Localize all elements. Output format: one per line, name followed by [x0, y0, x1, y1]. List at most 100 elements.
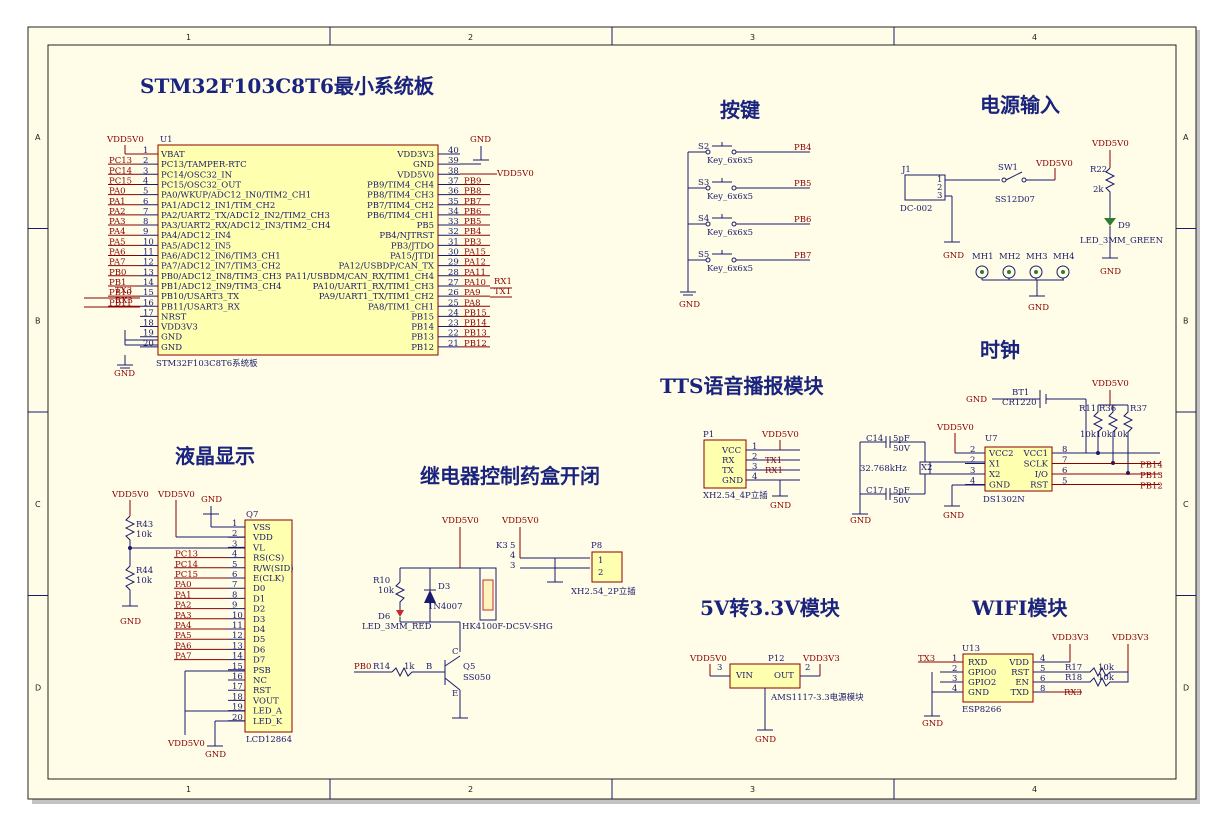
r36-ref: R36 [1099, 404, 1116, 414]
mcu-pin-name: PA2/UART2_TX/ADC12_IN2/TIM2_CH3 [161, 211, 330, 221]
x2-val: 32.768kHz [860, 464, 907, 474]
lcd-pin-number: 15 [232, 662, 243, 672]
svg-text:3: 3 [510, 561, 515, 571]
lcd-pin-name: LED_K [253, 717, 283, 727]
p1-pin-name: TX [722, 466, 735, 476]
mounting-hole-ref: MH1 [972, 252, 994, 262]
u7-part: DS1302N [983, 495, 1025, 505]
p12-out: OUT [774, 671, 794, 681]
lcd-pin-number: 10 [232, 611, 243, 621]
mcu-pin-number: 11 [143, 248, 154, 258]
mcu-pin-number: 25 [448, 298, 459, 308]
d6-part: LED_3MM_RED [362, 622, 432, 632]
clock-section: GND BT1 CR1220 VDD5V0 R11 R36 R37 10k 10… [850, 379, 1163, 526]
mcu-pin-number: 6 [143, 197, 148, 207]
lcd-net-label: PA1 [175, 590, 192, 600]
p1-part: XH2.54_4P立插 [703, 490, 768, 501]
mcu-gnd-label: GND [114, 369, 135, 379]
mcu-net-label: PA7 [109, 258, 126, 268]
key-part: Key_6x6x5 [707, 192, 753, 202]
mcu-rx3-label: RX3 [115, 296, 133, 306]
r14-ref: R14 [373, 662, 390, 672]
lcd-pin-number: 20 [232, 713, 243, 723]
clock-gnd-label: GND [850, 516, 871, 526]
relay-pb0-label: PB0 [354, 662, 371, 672]
ds-pin-number: 2 [970, 445, 975, 455]
mcu-net-label: PA9 [464, 288, 481, 298]
mcu-pin-name: PA8/TIM1_CH1 [368, 302, 434, 312]
p12-ref: P12 [768, 654, 785, 664]
mcu-net-label: PA8 [464, 298, 481, 308]
key-net-label: PB5 [794, 179, 811, 189]
lcd-pin-number: 3 [232, 539, 237, 549]
mcu-pin-name: PB6/TIM4_CH1 [367, 211, 434, 221]
c14-val: 5pF [893, 434, 910, 444]
p1-net-label: RX1 [765, 466, 783, 476]
keys-gnd-label: GND [679, 300, 700, 310]
wifi-vdd-label: VDD3V3 [1051, 633, 1089, 643]
ds-pin-name: VCC2 [988, 449, 1014, 459]
key-ref: S3 [698, 178, 709, 188]
mcu-pin-number: 22 [448, 329, 459, 339]
esp-pin-name: GPIO0 [968, 668, 996, 678]
lcd-pin-number: 6 [232, 570, 237, 580]
clock-vdd-label: VDD5V0 [1091, 379, 1129, 389]
mcu-pin-name: PA10/UART1_RX/TIM1_CH3 [313, 282, 434, 292]
lcd-vdd2-label: VDD5V0 [157, 490, 195, 500]
zone-row-label: A [1183, 133, 1189, 142]
mcu-pin-name: PB10/USART3_TX [161, 292, 240, 302]
reg-gnd-label: GND [755, 735, 776, 745]
ds-pin-number: 7 [1062, 456, 1067, 466]
lcd-pin-name: LED_A [253, 707, 283, 717]
lcd-pin-number: 14 [232, 652, 243, 662]
r11-ref: R11 [1079, 404, 1096, 414]
q5-ref: Q5 [463, 662, 475, 672]
mcu-pin-name: PB4/NJTRST [379, 231, 434, 241]
lcd-pin-name: D4 [253, 625, 265, 635]
mcu-body [157, 144, 439, 356]
mcu-ref: U1 [160, 135, 173, 145]
title-lcd: 液晶显示 [175, 444, 255, 468]
mcu-pin-name: PA9/UART1_TX/TIM1_CH2 [319, 292, 434, 302]
r22-val: 2k [1093, 185, 1104, 195]
r10-ref: R10 [373, 576, 390, 586]
mcu-pin-number: 39 [448, 156, 459, 166]
mcu-pin-name: PB7/TIM4_CH2 [367, 201, 434, 211]
p1-pin-name: VCC [721, 446, 741, 456]
lcd-pin-number: 1 [232, 519, 237, 529]
esp-pin-number: 8 [1040, 684, 1045, 694]
p1-pin-name: RX [722, 456, 735, 466]
p8-ref: P8 [591, 541, 602, 551]
lcd-body [244, 519, 293, 733]
mcu-pin-name: GND [161, 343, 182, 353]
lcd-net-label: PC14 [175, 560, 198, 570]
esp-pin-name: GND [968, 688, 989, 698]
lcd-pin-number: 4 [232, 550, 237, 560]
d3-part: 1N4007 [428, 602, 462, 612]
mcu-pin-number: 36 [448, 187, 459, 197]
mcu-pin-name: GND [161, 333, 182, 343]
mcu-tx1-label: TX1 [494, 287, 511, 297]
esp-pin-number: 5 [1040, 664, 1045, 674]
lcd-pin-number: 13 [232, 641, 243, 651]
mcu-pin-number: 24 [448, 308, 459, 318]
power-vdd2-label: VDD5V0 [1091, 139, 1129, 149]
mcu-pin-number: 28 [448, 268, 459, 278]
key-ref: S2 [698, 142, 709, 152]
led-gnd-label: GND [1100, 267, 1121, 277]
lcd-pin-name: D7 [253, 656, 265, 666]
r17-ref: R17 [1065, 663, 1082, 673]
lcd-net-label: PA0 [175, 580, 192, 590]
c14-ref: C14 [866, 434, 883, 444]
r43-ref: R43 [136, 520, 153, 530]
lcd-gnd-bottom-label: GND [205, 750, 226, 760]
ds-pin-number: 5 [1062, 477, 1067, 487]
mcu-name: STM32F103C8T6系统板 [156, 358, 258, 369]
lcd-net-label: PA5 [175, 631, 192, 641]
mcu-pin-name: PB0/ADC12_IN8/TIM3_CH3 [161, 272, 282, 282]
esp-pin-name: RXD [968, 658, 987, 668]
r37-ref: R37 [1130, 404, 1147, 414]
svg-text:2: 2 [937, 183, 942, 193]
